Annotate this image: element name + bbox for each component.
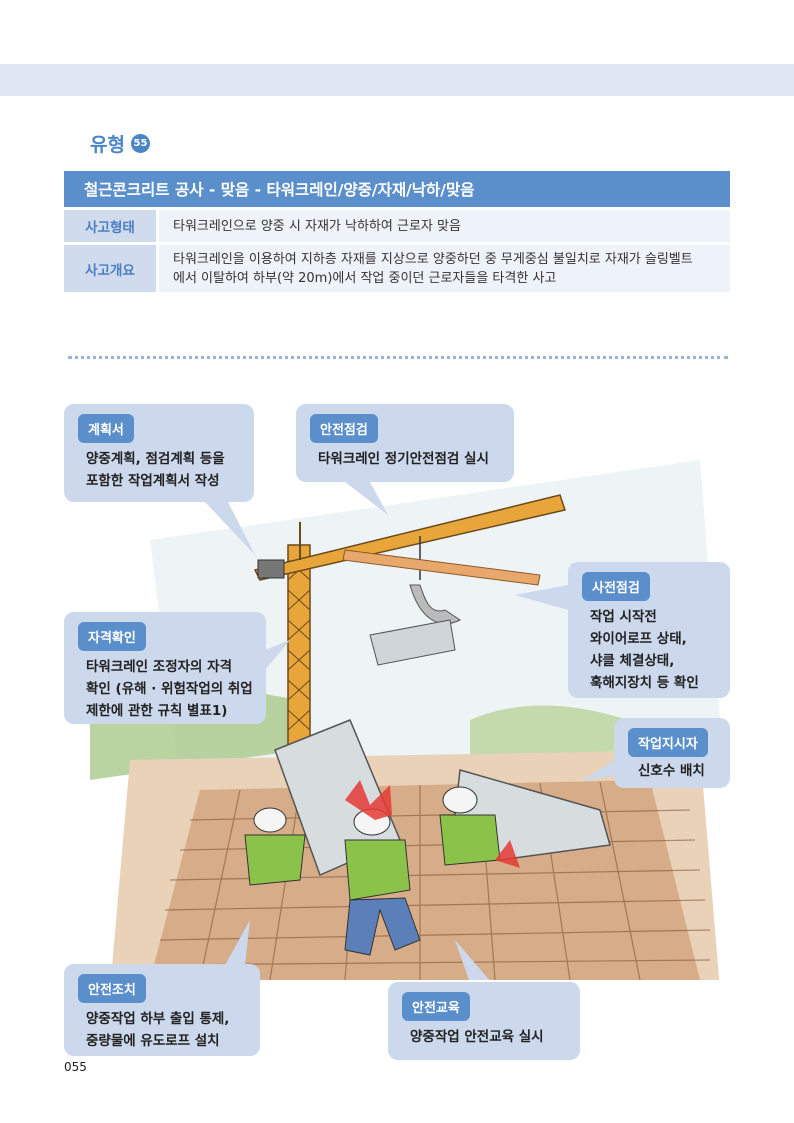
callout-precheck-line-1: 작업 시작전: [590, 609, 657, 625]
sling-belt: [409, 584, 461, 625]
page-number: 055: [64, 1060, 87, 1074]
workers: [244, 780, 520, 956]
callout-plan-line-1: 양중계획, 점검계획 등을: [86, 451, 225, 467]
callout-measures-line-2: 중량물에 유도로프 설치: [86, 1033, 220, 1049]
callout-qualification-line-2: 확인 (유해 · 위험작업의 취업: [86, 681, 253, 697]
callout-qualification: 자격확인 타워크레인 조정자의 자격 확인 (유해 · 위험작업의 취업 제한에…: [64, 612, 266, 724]
illustration-svg: [90, 460, 720, 990]
type-heading: 유형 55: [90, 130, 150, 157]
impact-burst-2: [495, 840, 520, 868]
callout-precheck-text: 작업 시작전 와이어로프 상태, 샤클 체결상태, 훅해지장치 등 확인: [590, 606, 699, 694]
lifted-rebar-bundle: [342, 549, 541, 586]
worker-helmet-3: [442, 786, 478, 814]
info-label-summary: 사고개요: [64, 245, 156, 292]
info-label-type: 사고형태: [64, 210, 156, 242]
callout-precheck-line-3: 샤클 체결상태,: [590, 653, 675, 669]
callout-measures: 안전조치 양중작업 하부 출입 통제, 중량물에 유도로프 설치: [64, 964, 260, 1056]
callout-precheck-line-2: 와이어로프 상태,: [590, 631, 687, 647]
callout-qualification-line-1: 타워크레인 조정자의 자격: [86, 659, 233, 675]
accident-title-bar: 철근콘크리트 공사 - 맞음 - 타워크레인/양중/자재/낙하/맞음: [64, 171, 730, 207]
top-header-band: [0, 64, 794, 96]
tower-crane: [253, 494, 566, 756]
crane-counterweight: [257, 559, 285, 579]
worker-body-2: [344, 839, 411, 901]
info-value-summary-line-1: 타워크레인을 이용하여 지하층 자재를 지상으로 양중하던 중 무게중심 불일치…: [173, 251, 693, 267]
info-value-summary-line-2: 에서 이탈하여 하부(약 20m)에서 작업 중이던 근로자들을 타격한 사고: [173, 270, 557, 286]
callout-education: 안전교육 양중작업 안전교육 실시: [388, 982, 580, 1060]
callout-education-text: 양중작업 안전교육 실시: [410, 1026, 544, 1048]
callout-plan-tag: 계획서: [78, 414, 134, 443]
tail-measures: [225, 920, 250, 965]
callout-education-line-1: 양중작업 안전교육 실시: [410, 1029, 544, 1045]
callout-plan: 계획서 양중계획, 점검계획 등을 포함한 작업계획서 작성: [64, 404, 254, 502]
callout-precheck: 사전점검 작업 시작전 와이어로프 상태, 샤클 체결상태, 훅해지장치 등 확…: [568, 562, 730, 698]
tail-inspection: [345, 482, 388, 515]
callout-qualification-text: 타워크레인 조정자의 자격 확인 (유해 · 위험작업의 취업 제한에 관한 규…: [86, 656, 253, 722]
worker-legs-2: [344, 897, 421, 956]
callout-measures-text: 양중작업 하부 출입 통제, 중량물에 유도로프 설치: [86, 1008, 229, 1052]
callout-plan-line-2: 포함한 작업계획서 작성: [86, 473, 220, 489]
impact-burst: [345, 780, 392, 820]
info-value-type-line: 타워크레인으로 양중 시 자재가 낙하하여 근로자 맞음: [173, 218, 461, 234]
accident-illustration: 계획서 양중계획, 점검계획 등을 포함한 작업계획서 작성 안전점검 타워크레…: [0, 404, 794, 1060]
tail-plan: [205, 502, 255, 555]
callout-precheck-line-4: 훅해지장치 등 확인: [590, 675, 699, 691]
tail-education: [455, 940, 490, 980]
type-number-badge: 55: [130, 134, 150, 153]
callout-supervisor: 작업지시자 신호수 배치: [614, 718, 730, 788]
falling-panel-small: [369, 619, 456, 666]
tail-precheck: [515, 585, 568, 610]
callout-supervisor-tag: 작업지시자: [628, 728, 708, 757]
callout-inspection-tag: 안전점검: [310, 414, 378, 443]
callout-supervisor-text: 신호수 배치: [638, 760, 705, 782]
callout-inspection: 안전점검 타워크레인 정기안전점검 실시: [296, 404, 514, 482]
tail-supervisor: [580, 760, 615, 782]
worker-body-1: [244, 834, 306, 886]
callout-qualification-line-3: 제한에 관한 규칙 별표1): [86, 703, 228, 719]
callout-measures-line-1: 양중작업 하부 출입 통제,: [86, 1011, 230, 1027]
info-row-type: 사고형태 타워크레인으로 양중 시 자재가 낙하하여 근로자 맞음: [64, 210, 730, 242]
info-row-summary: 사고개요 타워크레인을 이용하여 지하층 자재를 지상으로 양중하던 중 무게중…: [64, 245, 730, 292]
callout-measures-tag: 안전조치: [78, 974, 146, 1003]
callout-precheck-tag: 사전점검: [582, 572, 650, 601]
callout-supervisor-line-1: 신호수 배치: [638, 763, 705, 779]
type-heading-word: 유형: [90, 134, 125, 156]
worker-helmet-1: [253, 807, 287, 833]
dotted-divider: [68, 356, 728, 359]
callout-education-tag: 안전교육: [402, 992, 470, 1021]
callout-inspection-text: 타워크레인 정기안전점검 실시: [318, 448, 489, 470]
info-value-type: 타워크레인으로 양중 시 자재가 낙하하여 근로자 맞음: [159, 210, 730, 242]
tail-qualification: [265, 640, 290, 670]
callout-inspection-line-1: 타워크레인 정기안전점검 실시: [318, 451, 489, 467]
callout-tails: [205, 482, 615, 980]
callout-qualification-tag: 자격확인: [78, 622, 146, 651]
accident-info-table: 사고형태 타워크레인으로 양중 시 자재가 낙하하여 근로자 맞음 사고개요 타…: [64, 210, 730, 295]
callout-plan-text: 양중계획, 점검계획 등을 포함한 작업계획서 작성: [86, 448, 225, 492]
info-value-summary: 타워크레인을 이용하여 지하층 자재를 지상으로 양중하던 중 무게중심 불일치…: [159, 245, 730, 292]
